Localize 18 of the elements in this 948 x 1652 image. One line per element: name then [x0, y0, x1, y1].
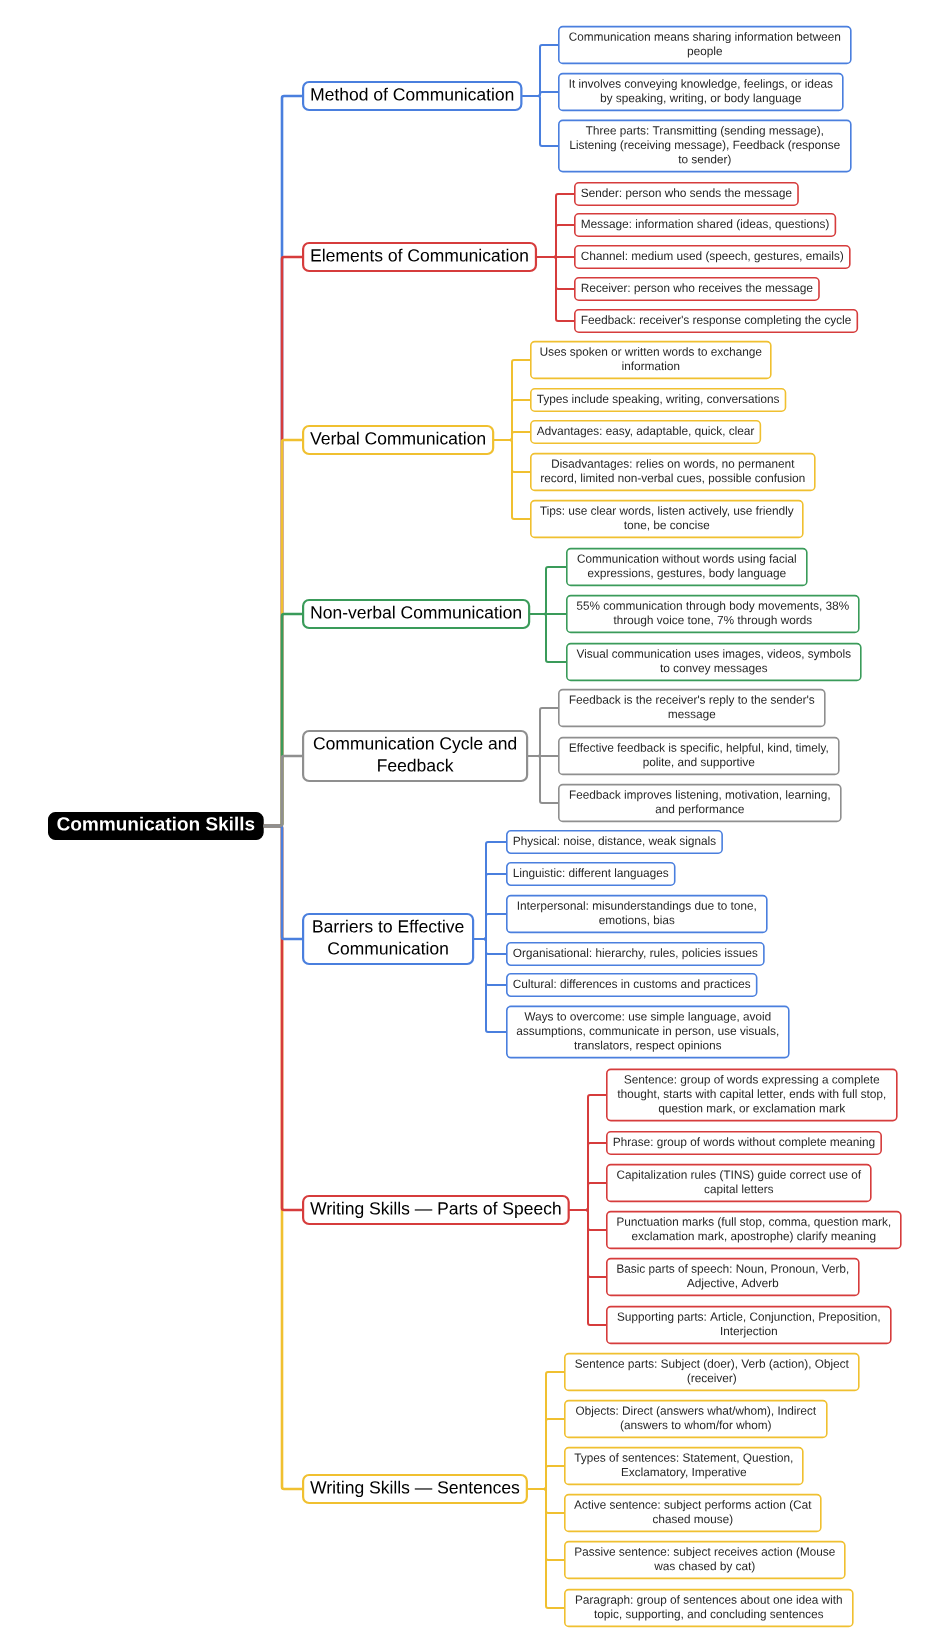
topic-box: Elements of Communication	[302, 241, 538, 273]
connector-line	[526, 1465, 565, 1490]
connector-line	[529, 613, 567, 615]
connector-line	[521, 91, 559, 97]
topic-box: Non-verbal Communication	[302, 598, 531, 630]
topic-box: Barriers to Effective Communication	[302, 912, 475, 966]
connector-line	[536, 256, 575, 258]
connector-line	[493, 431, 531, 441]
topic-box: Writing Skills — Parts of Speech	[302, 1194, 570, 1226]
topic-box: Communication Cycle and Feedback	[302, 729, 529, 783]
connector-line	[473, 938, 507, 955]
connector-line	[263, 754, 302, 828]
connector-line	[527, 755, 559, 757]
connector-line	[568, 1209, 607, 1231]
topic-box: Method of Communication	[302, 80, 523, 112]
central-topic-box: Communication Skills	[48, 812, 264, 840]
topic-box: Verbal Communication	[302, 424, 495, 456]
topic-box: Writing Skills — Sentences	[302, 1473, 528, 1505]
